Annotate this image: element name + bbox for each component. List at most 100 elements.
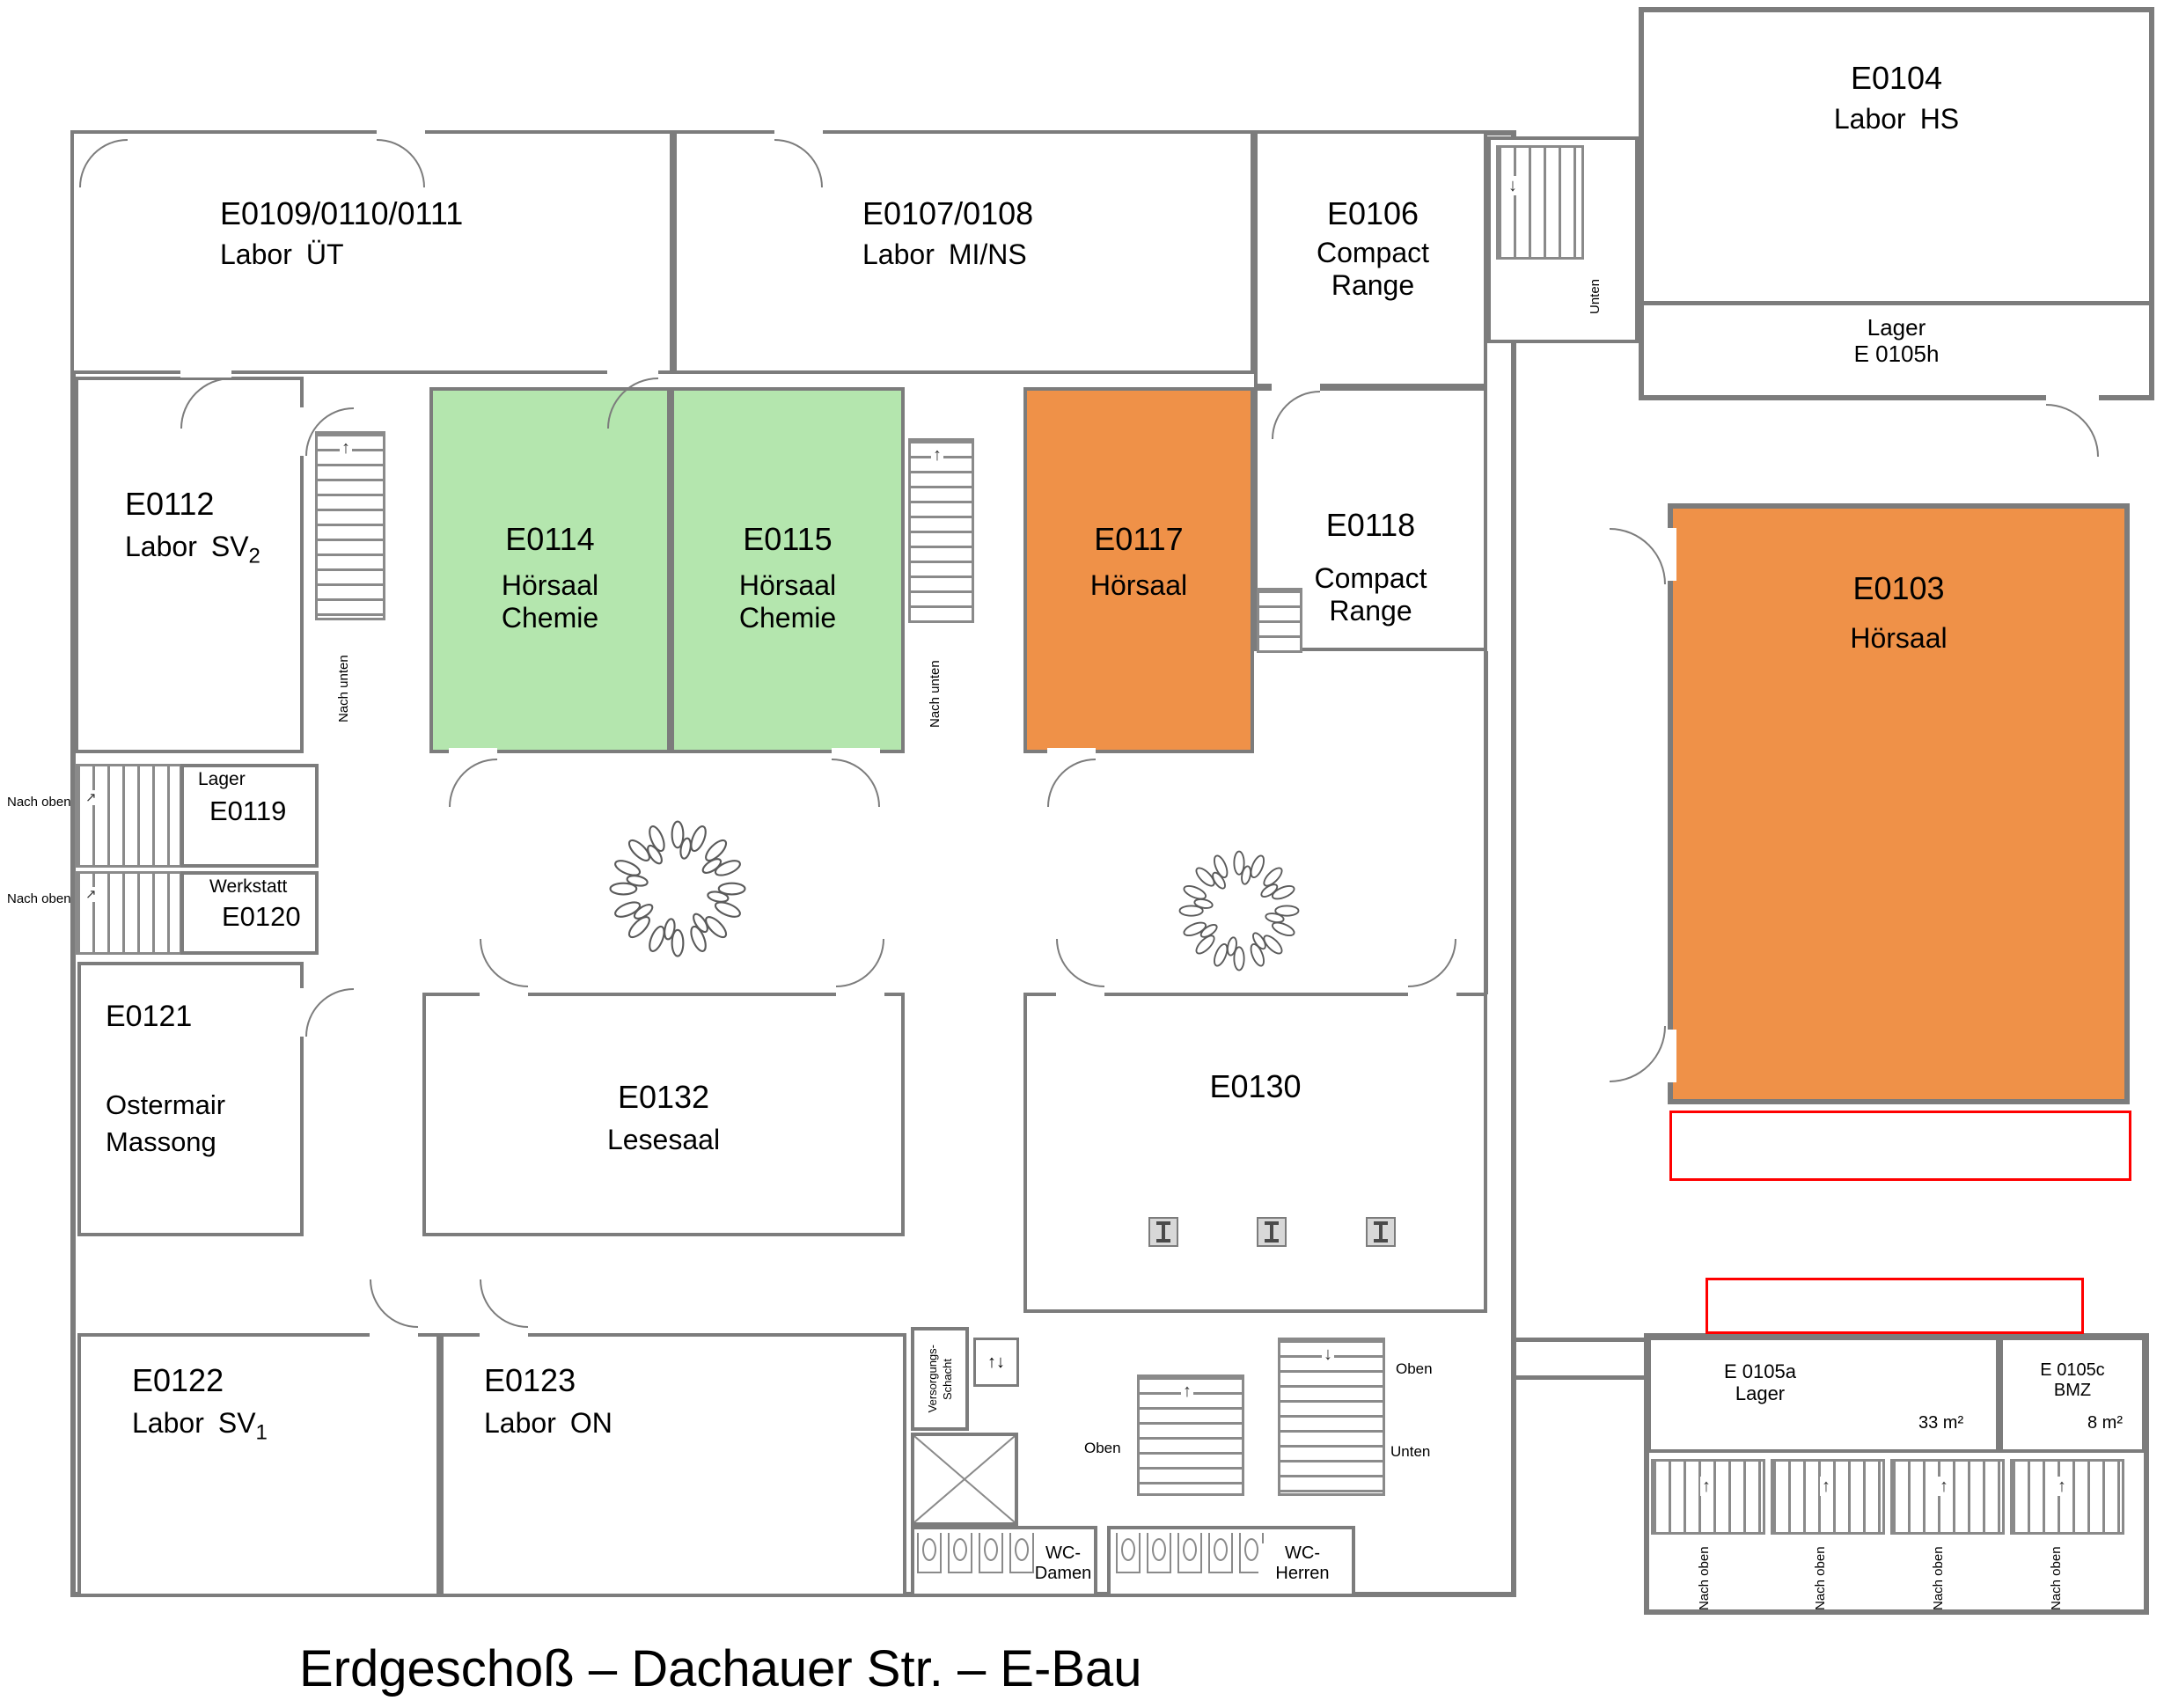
door-gap bbox=[607, 367, 658, 378]
toilet-stall-icon bbox=[948, 1533, 972, 1573]
room-name-text: Hörsaal bbox=[501, 569, 599, 602]
label-part: MI/NS bbox=[948, 238, 1027, 271]
room-e0121-id: E0121 bbox=[106, 1000, 192, 1034]
unten-label: Unten bbox=[1390, 1443, 1431, 1460]
door-gap bbox=[377, 128, 425, 139]
room-id-text: E0132 bbox=[617, 1079, 710, 1115]
room-name-text: BMZ bbox=[2053, 1381, 2092, 1400]
up-arrow-icon: ↑ bbox=[931, 445, 943, 465]
room-name-text: Lager bbox=[1735, 1382, 1786, 1405]
stairs-center-1-label: Nach unten bbox=[928, 660, 943, 728]
toilet-stall-icon bbox=[1147, 1533, 1171, 1573]
nach-oben-label: Nach oben bbox=[2049, 1546, 2064, 1610]
room-e0122 bbox=[77, 1333, 440, 1597]
room-e0130 bbox=[1023, 993, 1487, 1313]
up-arrow-icon: ↑ bbox=[1820, 1477, 1832, 1496]
room-id-text: E0122 bbox=[132, 1362, 224, 1398]
label-part: Labor bbox=[1833, 103, 1906, 136]
ibeam-icon bbox=[1374, 1221, 1388, 1243]
stairs-center-1 bbox=[908, 438, 974, 623]
stairs-top-right bbox=[1496, 145, 1584, 260]
room-e0119-type: Lager bbox=[198, 769, 246, 789]
stairs-top-right-label: Unten bbox=[1588, 278, 1603, 314]
room-id-text: E0103 bbox=[1852, 570, 1945, 606]
cross-lines bbox=[914, 1436, 1015, 1522]
room-id-text: E0117 bbox=[1094, 521, 1184, 557]
door-gap bbox=[836, 989, 884, 1000]
room-name-text: Chemie bbox=[738, 602, 837, 634]
stairs-e0120 bbox=[75, 871, 182, 955]
nach-oben-label: Nach oben bbox=[1697, 1546, 1712, 1610]
room-name-text: Hörsaal bbox=[1089, 569, 1188, 602]
room-name-text: Compact bbox=[1316, 237, 1430, 269]
ibeam-icon bbox=[1265, 1221, 1279, 1243]
oben-label: Oben bbox=[1084, 1440, 1121, 1456]
room-e0105a-label: E 0105a Lager bbox=[1663, 1360, 1857, 1405]
room-name-text: Chemie bbox=[501, 602, 599, 634]
room-id-text: E0114 bbox=[505, 521, 595, 557]
room-e0118-label: E0118 Compact Range bbox=[1254, 507, 1487, 627]
room-id-text: E0118 bbox=[1325, 507, 1416, 543]
label-subscript: 2 bbox=[248, 544, 260, 568]
room-e0117 bbox=[1023, 387, 1254, 753]
stairs-se-1 bbox=[1651, 1459, 1765, 1535]
shaft-crossed bbox=[911, 1433, 1018, 1526]
column-symbol bbox=[1148, 1217, 1178, 1247]
stairs-e0119 bbox=[75, 764, 182, 868]
room-e0105a-area: 33 m² bbox=[1918, 1413, 1964, 1433]
room-e0103-label: E0103 Hörsaal bbox=[1668, 570, 2130, 655]
up-arrow-icon: ↑ bbox=[340, 438, 352, 458]
label-part: WC- bbox=[1045, 1543, 1081, 1563]
door-gap bbox=[370, 1330, 418, 1340]
room-e0115 bbox=[671, 387, 905, 753]
up-right-arrow-icon: ↗ bbox=[84, 790, 99, 805]
oben-label: Oben bbox=[1396, 1360, 1433, 1377]
column-symbol bbox=[1366, 1217, 1396, 1247]
stairs-central-b bbox=[1278, 1338, 1385, 1496]
room-e0109 bbox=[70, 130, 673, 374]
supply-shaft-label-2: Schacht bbox=[941, 1358, 954, 1400]
room-name-text: Ostermair bbox=[106, 1089, 226, 1120]
stairs-west-1-label: Nach unten bbox=[336, 655, 351, 722]
stairs-se-3 bbox=[1890, 1459, 2005, 1535]
room-name-text: Lager bbox=[1867, 314, 1926, 341]
wc-herren-label: WC- Herren bbox=[1258, 1543, 1346, 1584]
down-arrow-icon: ↓ bbox=[1507, 176, 1519, 195]
column-symbol bbox=[1257, 1217, 1287, 1247]
corridor-wall bbox=[1484, 651, 1488, 994]
door-gap bbox=[832, 748, 880, 759]
up-arrow-icon: ↑ bbox=[1938, 1477, 1950, 1496]
door-gap bbox=[480, 989, 528, 1000]
stairs-west-1 bbox=[315, 431, 385, 620]
toilet-stall-icon bbox=[1009, 1533, 1034, 1573]
stairs-se-2 bbox=[1771, 1459, 1885, 1535]
room-e0119-id: E0119 bbox=[209, 795, 287, 826]
down-arrow-icon: ↓ bbox=[1322, 1345, 1334, 1364]
room-e0107 bbox=[673, 130, 1254, 374]
door-arc bbox=[1610, 1026, 1666, 1082]
room-e0105h-label: Lager E 0105h bbox=[1639, 314, 2154, 368]
door-arc bbox=[2046, 404, 2099, 457]
room-e0121-names: Ostermair Massong bbox=[106, 1089, 225, 1157]
door-gap bbox=[1666, 1030, 1676, 1082]
room-e0119 bbox=[180, 764, 319, 868]
toilet-stall-icon bbox=[1177, 1533, 1202, 1573]
room-id-text: E 0105h bbox=[1853, 340, 1940, 367]
label-part: SV bbox=[217, 1407, 256, 1440]
room-e0117-label: E0117 Hörsaal bbox=[1023, 521, 1254, 602]
toilet-stall-icon bbox=[1116, 1533, 1141, 1573]
room-e0123 bbox=[440, 1333, 906, 1597]
door-gap bbox=[1272, 380, 1320, 391]
room-e0132 bbox=[422, 993, 905, 1236]
room-e0105c-label: E 0105c BMZ bbox=[1999, 1360, 2146, 1401]
room-id-text: E0106 bbox=[1326, 195, 1419, 231]
toilet-stall-icon bbox=[1208, 1533, 1233, 1573]
